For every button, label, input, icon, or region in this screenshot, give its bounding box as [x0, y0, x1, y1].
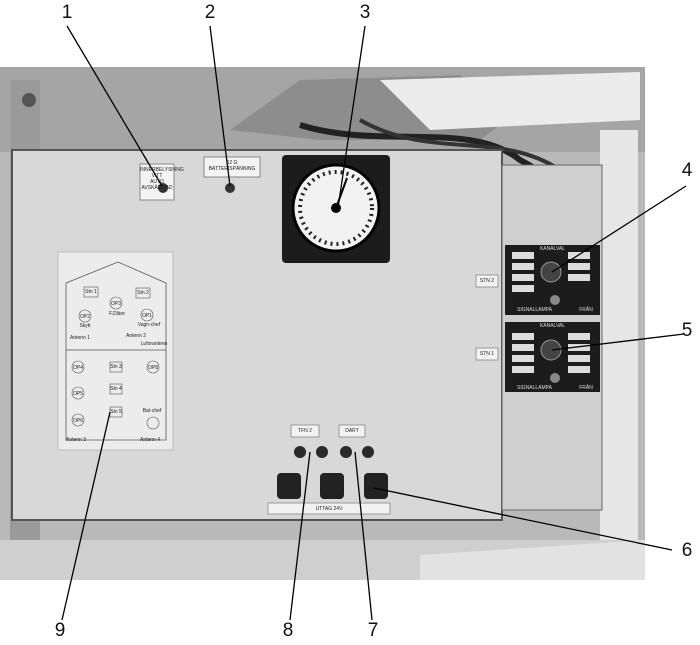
diagram-luforantenn: Luforantenn — [140, 341, 168, 347]
op8-circle — [146, 360, 160, 374]
op6-circle — [71, 413, 85, 427]
callout-2: 2 — [204, 2, 216, 23]
callout-6: 6 — [681, 540, 693, 561]
stn2-box — [135, 287, 151, 299]
tfn2-plate — [290, 424, 320, 438]
op2-circle — [78, 309, 92, 323]
voltmeter-hub — [331, 203, 341, 213]
diagram-stn5: Stn 5 — [110, 409, 122, 415]
diagram-antenn4: Antenn 4 — [139, 437, 161, 443]
channel-label-strips-stn1 — [512, 333, 590, 373]
diagram-antenn3: Antenn 3 — [65, 437, 87, 443]
fran-label-stn1: FRÅN — [579, 385, 593, 391]
diagram-stn2: Stn 2 — [137, 290, 149, 296]
diagram-op3: OP3 — [110, 301, 121, 307]
diagram-op1: OP1 — [141, 313, 152, 319]
diagram-antenn1: Antenn 1 — [69, 335, 91, 341]
diagram-stn3: Stn 3 — [110, 364, 122, 370]
channel-label-strips-stn2 — [512, 252, 590, 292]
op1-circle — [140, 308, 154, 322]
op3-circle — [109, 296, 123, 310]
stn2-tag — [475, 274, 499, 288]
stn1-box — [83, 286, 99, 298]
callout-1: 1 — [61, 2, 73, 23]
lighting-label-plate — [139, 163, 175, 201]
signal-lamp-stn1-icon — [550, 373, 560, 383]
signal-lamp-stn2-icon — [550, 295, 560, 305]
callout-4: 4 — [681, 160, 693, 181]
diagram-fdlare: F.Dläre — [109, 311, 125, 317]
signallampa-label-stn2: SIGNALLAMPA — [517, 307, 552, 313]
diagram-op4: OP4 — [72, 365, 83, 371]
callout-7: 7 — [367, 620, 379, 641]
diagram-stn4: Stn 4 — [110, 386, 122, 392]
signallampa-label-stn1: SIGNALLAMPA — [517, 385, 552, 391]
uttag-plate — [267, 502, 391, 515]
diagram-antenn2: Antenn 2 — [125, 333, 147, 339]
diagram-vagnchef: Vagn-chef — [137, 322, 161, 328]
kanalval-label-stn1: KANALVAL — [539, 323, 566, 329]
callout-5: 5 — [681, 320, 693, 341]
diagram-op8: OP8 — [147, 365, 158, 371]
diagram-op2: OP2 — [79, 314, 90, 320]
cable-bundle-2 — [359, 118, 562, 172]
stn3-box — [109, 361, 123, 373]
battery-label-plate — [203, 156, 261, 178]
diagram-batchef: Bat-chef — [142, 408, 162, 414]
op7-circle — [146, 416, 160, 430]
uttag-label: UTTAG 24V — [315, 506, 343, 512]
fran-label-stn2: FRÅN — [579, 307, 593, 313]
stn2-label: STN 2 — [479, 278, 495, 284]
toggle-buttons — [294, 446, 374, 458]
channel-knob-stn2-icon — [540, 261, 562, 283]
callout-leaders — [61, 25, 687, 621]
callout-8: 8 — [282, 620, 294, 641]
lighting-switch-icon — [158, 183, 168, 193]
diagram-op5: OP5 — [72, 391, 83, 397]
stn1-tag — [475, 347, 499, 361]
bolt-icon — [22, 93, 36, 107]
op5-circle — [71, 386, 85, 400]
kanalval-label-stn2: KANALVAL — [539, 246, 566, 252]
stn4-box — [109, 383, 123, 395]
vehicle-outline — [65, 261, 167, 441]
dart-plate — [338, 424, 366, 438]
socket-outlets — [277, 473, 388, 499]
upper-light-plate — [380, 72, 640, 130]
voltmeter-scale — [298, 170, 374, 246]
channel-knob-stn1-icon — [540, 339, 562, 361]
diagram-skytt: Skytt — [79, 323, 91, 329]
diagram-op6: OP6 — [72, 418, 83, 424]
callout-3: 3 — [359, 2, 371, 23]
floor-plate — [420, 540, 645, 580]
diagram-stn1: Stn 1 — [85, 289, 97, 295]
dart-label: DART — [345, 428, 359, 434]
battery-switch-icon — [225, 183, 235, 193]
voltmeter-needle — [335, 177, 348, 209]
stn1-label: STN 1 — [479, 351, 495, 357]
op4-circle — [71, 360, 85, 374]
tfn2-label: TFN 2 — [298, 428, 312, 434]
callout-9: 9 — [54, 620, 66, 641]
